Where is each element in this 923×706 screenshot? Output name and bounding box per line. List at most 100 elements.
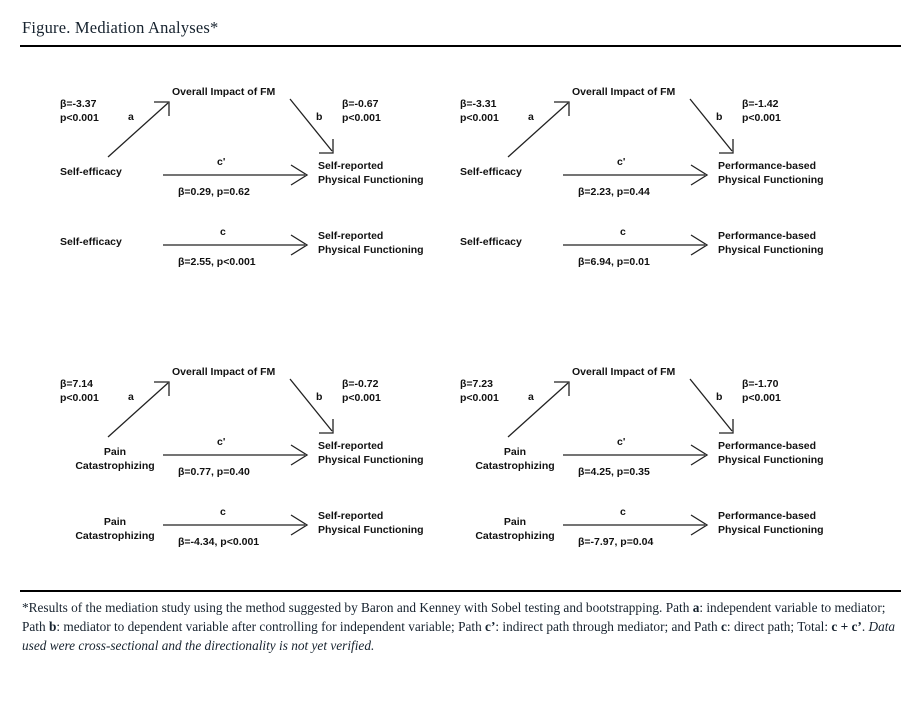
footnote-path-c-prime: c’: [485, 619, 496, 634]
footnote-segment-6: .: [861, 619, 869, 634]
path-c-stats: β=-7.97, p=0.04: [578, 536, 654, 548]
path-b-label: b: [716, 111, 723, 123]
dependent-variable-node-1: Self-reported Physical Functioning: [318, 159, 424, 187]
path-a-pvalue: p<0.001: [460, 112, 499, 124]
path-c-arrow: [163, 234, 309, 256]
path-b-label: b: [316, 391, 323, 403]
dependent-variable-node-2: Self-reported Physical Functioning: [318, 229, 424, 257]
path-b-beta: β=-1.70: [742, 378, 779, 390]
path-a-beta: β=-3.31: [460, 98, 497, 110]
footnote-path-c: c: [721, 619, 727, 634]
dependent-variable-node-1: Performance-based Physical Functioning: [718, 159, 824, 187]
mediation-panel-self-efficacy-performance-based: β=-3.31 p<0.001 a Overall Impact of FM b…: [460, 85, 890, 285]
independent-variable-node-2: Pain Catastrophizing: [60, 515, 170, 543]
dependent-variable-node-2: Performance-based Physical Functioning: [718, 229, 824, 257]
path-a-label: a: [528, 111, 534, 123]
path-c-prime-arrow: [563, 444, 709, 466]
figure-footnote: *Results of the mediation study using th…: [22, 598, 902, 655]
dv2-line-1: Performance-based: [718, 230, 817, 242]
path-c-label: c: [220, 226, 226, 238]
path-a-arrow: [507, 101, 570, 158]
independent-variable-node-1: Self-efficacy: [60, 165, 122, 179]
path-c-arrow: [563, 234, 709, 256]
path-c-prime-stats: β=4.25, p=0.35: [578, 466, 650, 478]
dv-line-1: Self-reported: [318, 440, 384, 452]
path-a-beta: β=7.23: [460, 378, 493, 390]
path-a-arrow: [107, 101, 170, 158]
path-b-pvalue: p<0.001: [742, 392, 781, 404]
footnote-total: c + c’: [831, 619, 862, 634]
dv-line-2: Physical Functioning: [318, 174, 424, 186]
independent-variable-node-1: Self-efficacy: [460, 165, 522, 179]
panel-arrows: [507, 98, 734, 256]
dv2-line-2: Physical Functioning: [318, 244, 424, 256]
path-a-stats: β=7.14 p<0.001: [60, 377, 99, 405]
iv-line-1: Pain: [103, 446, 127, 458]
dependent-variable-node-2: Self-reported Physical Functioning: [318, 509, 424, 537]
path-c-label: c: [620, 506, 626, 518]
path-a-pvalue: p<0.001: [460, 392, 499, 404]
iv-line-1: Self-efficacy: [60, 166, 122, 178]
path-c-prime-stats: β=0.77, p=0.40: [178, 466, 250, 478]
path-b-label: b: [716, 391, 723, 403]
iv2-line-1: Pain: [503, 516, 527, 528]
footnote-segment-2: : independent variable to mediator; Path: [22, 600, 886, 634]
iv-line-2: Catastrophizing: [75, 460, 155, 472]
mediator-node: Overall Impact of FM: [172, 366, 276, 378]
dv-line-2: Physical Functioning: [718, 454, 824, 466]
path-c-prime-label: c': [217, 156, 226, 168]
path-b-stats: β=-1.42 p<0.001: [742, 97, 781, 125]
path-b-pvalue: p<0.001: [742, 112, 781, 124]
dv-line-2: Physical Functioning: [318, 454, 424, 466]
path-a-stats: β=7.23 p<0.001: [460, 377, 499, 405]
footnote-segment-1: *Results of the mediation study using th…: [22, 600, 693, 615]
panel-arrows: [507, 378, 734, 536]
dv-line-1: Performance-based: [718, 160, 817, 172]
footnote-path-b: b: [48, 619, 57, 634]
mediation-panel-self-efficacy-self-reported: β=-3.37 p<0.001 a Overall Impact of FM b…: [60, 85, 490, 285]
path-c-prime-arrow: [163, 444, 309, 466]
path-b-arrow: [689, 98, 734, 154]
dv-line-2: Physical Functioning: [718, 174, 824, 186]
path-c-prime-arrow: [563, 164, 709, 186]
path-c-prime-stats: β=2.23, p=0.44: [578, 186, 650, 198]
dependent-variable-node-2: Performance-based Physical Functioning: [718, 509, 824, 537]
mediator-node: Overall Impact of FM: [172, 86, 276, 98]
footnote-segment-4: : indirect path through mediator; and Pa…: [495, 619, 722, 634]
path-b-arrow: [289, 378, 334, 434]
dv2-line-1: Self-reported: [318, 510, 384, 522]
iv-line-1: Self-efficacy: [460, 166, 522, 178]
footnote-path-a: a: [692, 600, 700, 615]
path-c-prime-stats: β=0.29, p=0.62: [178, 186, 250, 198]
path-b-beta: β=-1.42: [742, 98, 779, 110]
panel-arrows: [107, 98, 334, 256]
independent-variable-node-1: Pain Catastrophizing: [60, 445, 170, 473]
independent-variable-node-2: Self-efficacy: [60, 235, 122, 249]
dv-line-1: Performance-based: [718, 440, 817, 452]
footnote-divider: [20, 590, 901, 592]
path-a-label: a: [128, 111, 134, 123]
path-b-arrow: [689, 378, 734, 434]
iv2-line-1: Self-efficacy: [460, 236, 522, 248]
mediation-panel-pain-catastrophizing-self-reported: β=7.14 p<0.001 a Overall Impact of FM b …: [60, 365, 490, 565]
dv2-line-1: Self-reported: [318, 230, 384, 242]
iv2-line-2: Catastrophizing: [75, 530, 155, 542]
path-a-arrow: [507, 381, 570, 438]
path-c-prime-arrow: [163, 164, 309, 186]
path-a-pvalue: p<0.001: [60, 112, 99, 124]
independent-variable-node-2: Self-efficacy: [460, 235, 522, 249]
panel-arrows: [107, 378, 334, 536]
dv2-line-2: Physical Functioning: [318, 524, 424, 536]
mediator-node: Overall Impact of FM: [572, 366, 676, 378]
path-b-stats: β=-1.70 p<0.001: [742, 377, 781, 405]
footnote-segment-3: : mediator to dependent variable after c…: [56, 619, 486, 634]
path-c-prime-label: c': [217, 436, 226, 448]
iv-line-1: Pain: [503, 446, 527, 458]
path-a-stats: β=-3.31 p<0.001: [460, 97, 499, 125]
independent-variable-node-1: Pain Catastrophizing: [460, 445, 570, 473]
path-a-stats: β=-3.37 p<0.001: [60, 97, 99, 125]
path-b-beta: β=-0.72: [342, 378, 379, 390]
path-c-prime-label: c': [617, 436, 626, 448]
dv2-line-2: Physical Functioning: [718, 524, 824, 536]
path-a-arrow: [107, 381, 170, 438]
